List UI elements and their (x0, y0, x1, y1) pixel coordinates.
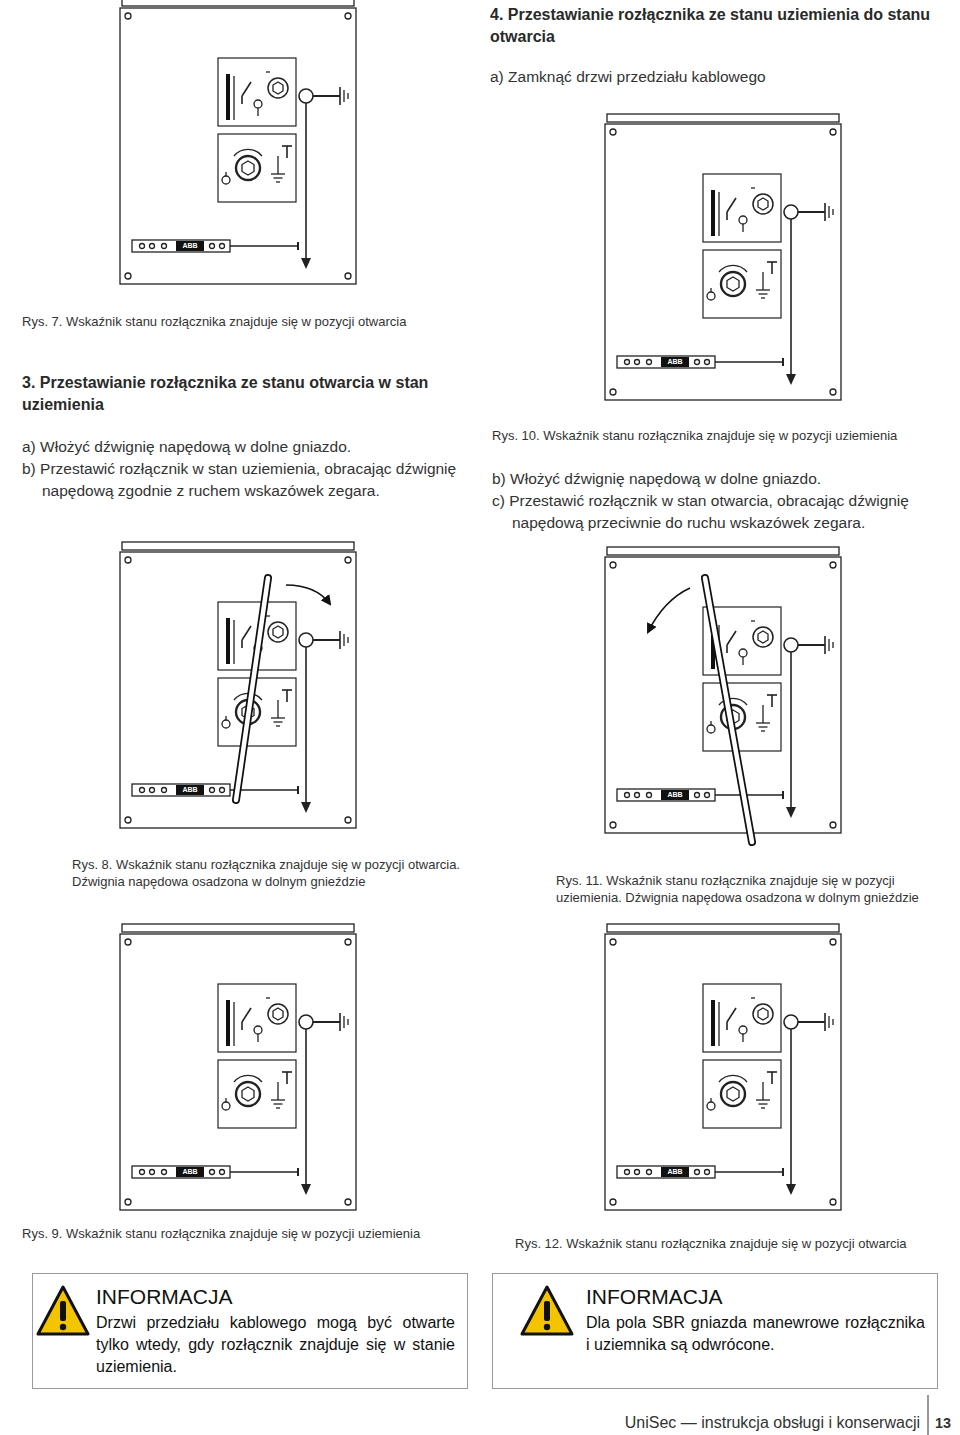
step-text: c) Przestawić rozłącznik w stan otwarcia… (492, 490, 956, 534)
panel-figure (120, 0, 356, 284)
step-text: b) Włożyć dźwignię napędową w dolne gnia… (492, 468, 954, 490)
figure-caption: Rys. 10. Wskaźnik stanu rozłącznika znaj… (492, 427, 954, 444)
logo-text: ABB (661, 1167, 689, 1177)
info-heading: INFORMACJA (586, 1284, 925, 1310)
logo-text: ABB (661, 357, 689, 367)
section-heading: 4. Przestawianie rozłącznika ze stanu uz… (490, 4, 952, 48)
figure-caption: Rys. 8. Wskaźnik stanu rozłącznika znajd… (72, 856, 492, 890)
panel-figure (605, 114, 841, 400)
footer-title: UniSec — instrukcja obsługi i konserwacj… (560, 1413, 920, 1433)
figure-caption: Rys. 11. Wskaźnik stanu rozłącznika znaj… (556, 872, 956, 906)
figure-caption: Rys. 7. Wskaźnik stanu rozłącznika znajd… (22, 313, 482, 330)
info-text: Drzwi przedziału kablowego mogą być otwa… (96, 1312, 455, 1378)
panel-figure (120, 924, 356, 1210)
info-box: INFORMACJADrzwi przedziału kablowego mog… (32, 1273, 468, 1389)
switchgear-panels (120, 0, 841, 1210)
figure-caption: Rys. 12. Wskaźnik stanu rozłącznika znaj… (515, 1235, 955, 1252)
step-text: a) Włożyć dźwignię napędową w dolne gnia… (22, 436, 482, 458)
logo-text: ABB (661, 790, 689, 800)
info-text: Dla pola SBR gniazda manewrowe rozłączni… (586, 1312, 925, 1356)
panel-figure (605, 924, 841, 1210)
info-box: INFORMACJADla pola SBR gniazda manewrowe… (492, 1273, 938, 1389)
logo-text: ABB (176, 785, 204, 795)
footer-rule (928, 1395, 929, 1435)
step-text: a) Zamknąć drzwi przedziału kablowego (490, 66, 952, 88)
panel-figure (120, 542, 356, 828)
section-heading: 3. Przestawianie rozłącznika ze stanu ot… (22, 372, 480, 416)
logo-text: ABB (176, 1167, 204, 1177)
logo-text: ABB (176, 241, 204, 251)
page-number: 13 (935, 1413, 957, 1433)
step-text: b) Przestawić rozłącznik w stan uziemien… (22, 458, 484, 502)
figure-caption: Rys. 9. Wskaźnik stanu rozłącznika znajd… (22, 1225, 482, 1242)
operating-lever (236, 578, 752, 842)
info-heading: INFORMACJA (96, 1284, 455, 1310)
